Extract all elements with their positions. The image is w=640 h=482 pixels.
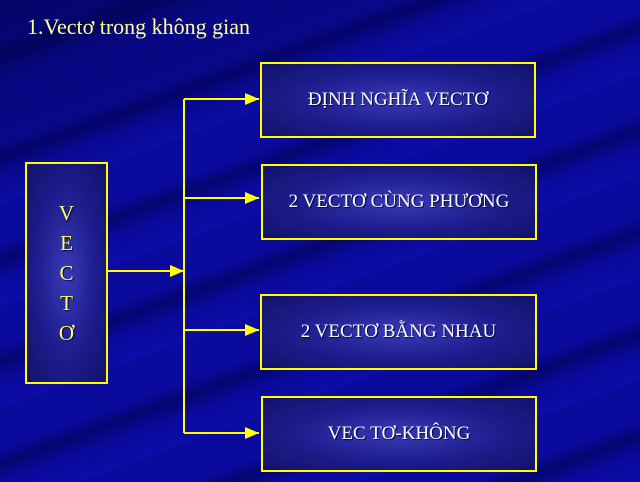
root-letter: T bbox=[60, 291, 73, 315]
branch-box-collinear: 2 VECTƠ CÙNG PHƯƠNG bbox=[261, 164, 537, 240]
root-box-vecto: V E C T Ơ bbox=[25, 162, 108, 384]
root-letter: C bbox=[59, 261, 74, 285]
branch-label: ĐỊNH NGHĨA VECTƠ bbox=[307, 89, 489, 110]
slide-title: 1.Vectơ trong không gian bbox=[27, 14, 251, 39]
branch-label: 2 VECTƠ BẰNG NHAU bbox=[300, 321, 497, 342]
branch-box-equal: 2 VECTƠ BẰNG NHAU bbox=[260, 294, 537, 370]
branch-label: 2 VECTƠ CÙNG PHƯƠNG bbox=[288, 191, 510, 212]
branch-label: VEC TƠ-KHÔNG bbox=[327, 423, 471, 444]
root-letter: V bbox=[58, 201, 75, 225]
branch-box-zero-vector: VEC TƠ-KHÔNG bbox=[261, 396, 537, 472]
branch-box-definition: ĐỊNH NGHĨA VECTƠ bbox=[260, 62, 536, 138]
root-letter: E bbox=[60, 231, 73, 255]
root-letter: Ơ bbox=[58, 321, 75, 345]
